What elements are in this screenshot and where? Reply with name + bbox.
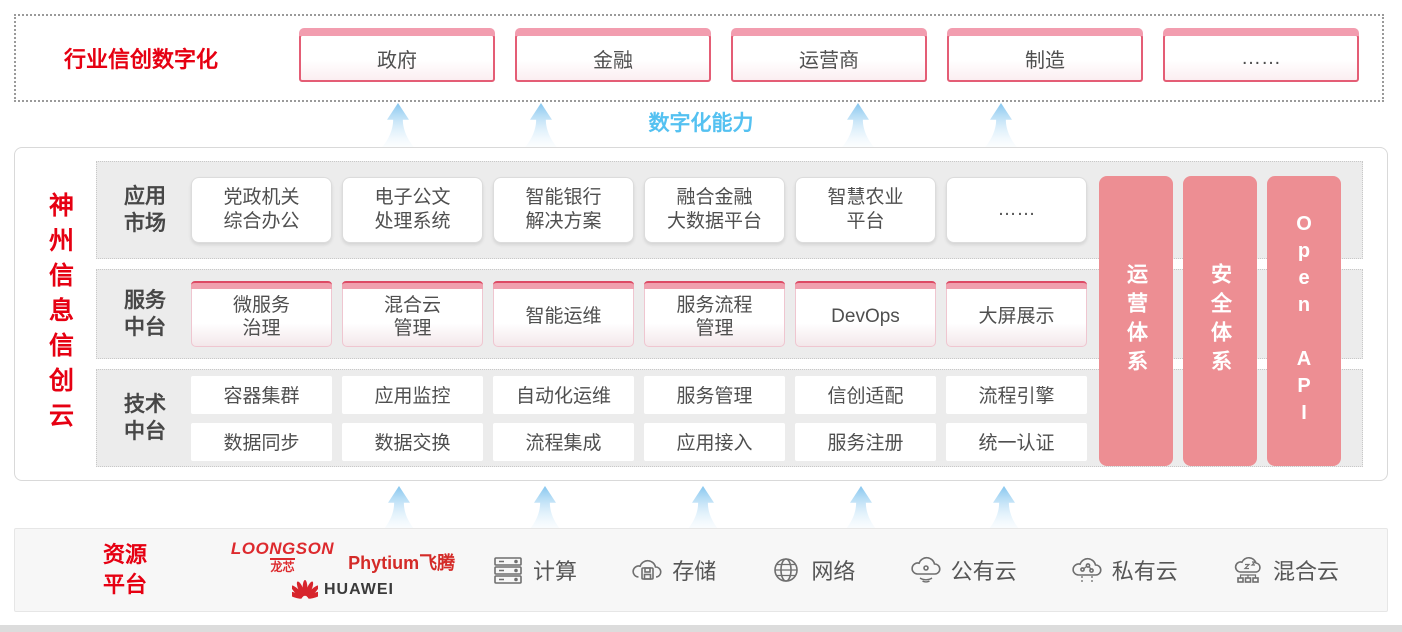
bottom-divider-strip [0,625,1402,632]
resource-item-storage: 存储 [630,554,716,586]
resource-label: 混合云 [1272,559,1339,584]
resource-item-private-cloud: 私有云 [1070,554,1178,586]
loongson-logo: LOONGSON 龙芯 [230,538,335,574]
tech-box: 应用接入 [644,422,785,461]
resource-label: 存储 [672,559,717,584]
top-boxes: 政府金融运营商制造 …… [299,28,1359,82]
service-box: 智能运维 [493,281,634,347]
platform-panel: 神州信息信创云 应用 市场 党政机关 综合办公电子公文 处理系统智能银行 解决方… [14,147,1388,481]
resource-item-network: 网络 [769,554,855,586]
up-arrow-icon [523,103,559,147]
tech-row-boxes: 容器集群应用监控自动化运维服务管理信创适配流程引擎数据同步数据交换流程集成应用接… [191,375,1087,461]
service-box: DevOps [795,281,936,347]
resource-label: 网络 [811,559,856,584]
industry-box: …… [1163,28,1359,82]
industry-box: 制造 [947,28,1143,82]
up-arrow-icon [527,486,563,530]
service-box: 服务流程 管理 [644,281,785,347]
storage-cloud-icon [632,559,662,580]
industry-box: 政府 [299,28,495,82]
phytium-logo: Phytium飞腾 [348,552,456,573]
up-arrow-icon [843,486,879,530]
tech-box: 服务注册 [795,422,936,461]
up-arrow-icon [840,103,876,147]
app-market-box: 党政机关 综合办公 [191,177,332,243]
resource-item-hybrid-cloud: 混合云 [1231,554,1339,586]
tech-box: 容器集群 [191,375,332,414]
app-market-box: 电子公文 处理系统 [342,177,483,243]
app-market-box: 智能银行 解决方案 [493,177,634,243]
service-box: 混合云 管理 [342,281,483,347]
service-box: 微服务 治理 [191,281,332,347]
tech-box: 服务管理 [644,375,785,414]
app-market-box: …… [946,177,1087,243]
row-label-app-market: 应用 市场 [124,184,166,235]
row-label-tech: 技术 中台 [124,392,166,443]
up-arrow-icon [986,486,1022,530]
industry-band: 行业信创数字化 政府金融运营商制造 …… [14,14,1384,102]
vendor-logo-row: LOONGSON 龙芯 Phytium飞腾 [231,540,455,575]
platform-side-title-wrap: 神州信息信创云 [33,148,85,480]
service-box: 大屏展示 [946,281,1087,347]
private-cloud-icon [1072,557,1102,582]
resource-item-compute: 计算 [491,554,577,586]
app-row-boxes: 党政机关 综合办公电子公文 处理系统智能银行 解决方案融合金融 大数据平台智慧农… [191,177,1087,243]
capability-label: 数字化能力 [648,112,754,135]
up-arrow-icon [380,103,416,147]
up-arrow-icon [381,486,417,530]
tech-box: 信创适配 [795,375,936,414]
pillar-1: 运营体系 [1099,176,1173,466]
industry-box: 运营商 [731,28,927,82]
network-globe-icon [774,558,799,582]
pillar-3: Open API [1267,176,1341,466]
tech-box: 应用监控 [342,375,483,414]
resource-label: 公有云 [950,559,1017,584]
tech-box: 数据同步 [191,422,332,461]
platform-title: 神州信息信创云 [45,191,74,437]
up-arrow-icon [685,486,721,530]
huawei-flower-icon [292,579,318,599]
public-cloud-icon [910,556,941,583]
row-label-service: 服务 中台 [124,288,166,339]
resource-label: 计算 [533,559,578,584]
server-icon [494,557,522,584]
resource-item-public-cloud: 公有云 [909,554,1017,586]
huawei-wordmark: HUAWEI [324,580,394,598]
tech-box: 数据交换 [342,422,483,461]
resource-band-title: 资源 平台 [103,542,148,597]
tech-box: 流程集成 [493,422,634,461]
resource-items: 计算 存储 网络 [491,554,1387,586]
tech-box: 自动化运维 [493,375,634,414]
vendor-logos: LOONGSON 龙芯 Phytium飞腾 [213,540,473,601]
tech-box: 统一认证 [946,422,1087,461]
resource-band: 资源 平台 LOONGSON 龙芯 Phytium飞腾 [14,528,1388,612]
industry-band-title: 行业信创数字化 [64,47,219,72]
tech-box: 流程引擎 [946,375,1087,414]
up-arrow-icon [983,103,1019,147]
resource-label: 私有云 [1111,559,1178,584]
industry-box: 金融 [515,28,711,82]
pillar-2: 安全体系 [1183,176,1257,466]
app-market-box: 融合金融 大数据平台 [644,177,785,243]
hybrid-cloud-icon [1234,556,1261,583]
huawei-logo: HUAWEI [292,579,394,601]
app-market-box: 智慧农业 平台 [795,177,936,243]
